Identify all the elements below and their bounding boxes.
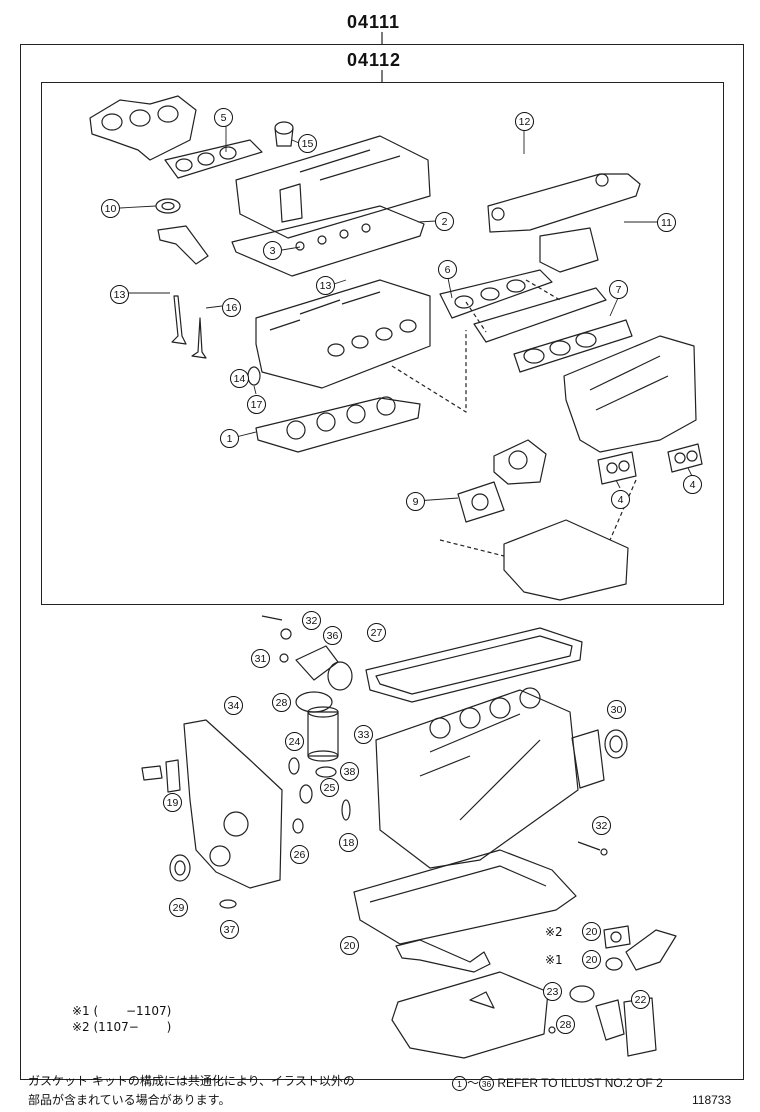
oil-pan-icon bbox=[391, 971, 549, 1059]
timing-cover-icon bbox=[183, 719, 283, 889]
intake-gasket-icon bbox=[439, 269, 553, 319]
callout-26[interactable]: 27 bbox=[367, 623, 386, 642]
callout-4-left[interactable]: 4 bbox=[611, 490, 630, 509]
callout-20-v2[interactable]: 20 bbox=[582, 922, 601, 941]
lower-crankcase-icon bbox=[353, 849, 577, 945]
oil-strainer-icon bbox=[395, 939, 491, 973]
oil-pan-gasket-icon bbox=[365, 627, 583, 703]
callout-4-right[interactable]: 4 bbox=[683, 475, 702, 494]
outer-kit-frame bbox=[20, 44, 744, 1080]
footer-reference: 1～36 REFER TO ILLUST NO.2 OF 2 bbox=[452, 1074, 663, 1092]
callout-21[interactable]: 22 bbox=[631, 990, 650, 1009]
note-variant-1: ※1 ( −1107) bbox=[72, 1004, 172, 1018]
fuel-rail-icon bbox=[487, 173, 641, 233]
exhaust-manifold-icon bbox=[89, 95, 197, 161]
note-variant-2: ※2 (1107− ) bbox=[72, 1020, 172, 1034]
callout-23[interactable]: 24 bbox=[285, 732, 304, 751]
callout-36[interactable]: 36 bbox=[323, 626, 342, 645]
callout-11[interactable]: 12 bbox=[515, 112, 534, 131]
ref-from-callout: 1 bbox=[452, 1076, 467, 1092]
inner-kit-number: 04112 bbox=[347, 50, 402, 70]
callout-9[interactable]: 9 bbox=[406, 492, 425, 511]
callout-10[interactable]: 11 bbox=[657, 213, 676, 232]
callout-35[interactable]: 34 bbox=[224, 696, 243, 715]
variant-mark-1: ※1 bbox=[545, 953, 563, 967]
callout-15[interactable]: 16 bbox=[222, 298, 241, 317]
callout-38[interactable]: 38 bbox=[340, 762, 359, 781]
callout-24[interactable]: 25 bbox=[320, 778, 339, 797]
callout-3[interactable]: 3 bbox=[263, 241, 282, 260]
callout-5[interactable]: 5 bbox=[214, 108, 233, 127]
callout-19[interactable]: 20 bbox=[340, 936, 359, 955]
callout-12[interactable]: 13 bbox=[316, 276, 335, 295]
callout-31[interactable]: 32 bbox=[592, 816, 611, 835]
outer-kit-number: 04111 bbox=[347, 12, 401, 32]
callout-18[interactable]: 19 bbox=[163, 793, 182, 812]
footer-note-line-2: 部品が含まれている場合があります。 bbox=[28, 1093, 231, 1107]
callout-17[interactable]: 18 bbox=[339, 833, 358, 852]
cylinder-head-cover-icon bbox=[235, 135, 431, 239]
callout-34[interactable]: 33 bbox=[354, 725, 373, 744]
inner-kit-frame bbox=[41, 82, 724, 605]
ref-tilde: ～ bbox=[467, 1076, 480, 1090]
callout-27[interactable]: 28 bbox=[272, 693, 291, 712]
illustration-number: 118733 bbox=[692, 1093, 732, 1107]
intake-manifold-icon bbox=[563, 335, 697, 453]
callout-2[interactable]: 2 bbox=[435, 212, 454, 231]
callout-28[interactable]: 29 bbox=[169, 898, 188, 917]
callout-8[interactable]: 10 bbox=[101, 199, 120, 218]
throttle-gasket-icon bbox=[457, 481, 505, 523]
oil-filter-icon bbox=[307, 711, 339, 757]
callout-29[interactable]: 30 bbox=[607, 700, 626, 719]
callout-37[interactable]: 37 bbox=[220, 920, 239, 939]
callout-22[interactable]: 23 bbox=[543, 982, 562, 1001]
engine-block-icon bbox=[375, 689, 579, 869]
ref-to-callout: 36 bbox=[479, 1076, 495, 1092]
footer-note-line-1: ガスケット キットの構成には共通化により、イラスト以外の bbox=[28, 1074, 355, 1088]
ref-text: REFER TO ILLUST NO.2 OF 2 bbox=[497, 1076, 663, 1090]
callout-7[interactable]: 7 bbox=[609, 280, 628, 299]
variant-mark-2: ※2 bbox=[545, 925, 563, 939]
head-cover-gasket-icon bbox=[231, 205, 425, 277]
callout-25[interactable]: 26 bbox=[290, 845, 309, 864]
callout-33[interactable]: 32 bbox=[302, 611, 321, 630]
callout-1[interactable]: 1 bbox=[220, 429, 239, 448]
callout-13[interactable]: 17 bbox=[247, 395, 266, 414]
callout-6[interactable]: 6 bbox=[438, 260, 457, 279]
callout-13-upper[interactable]: 14 bbox=[230, 369, 249, 388]
callout-14[interactable]: 15 bbox=[298, 134, 317, 153]
callout-16[interactable]: 13 bbox=[110, 285, 129, 304]
callout-30[interactable]: 28 bbox=[556, 1015, 575, 1034]
callout-32[interactable]: 31 bbox=[251, 649, 270, 668]
cylinder-head-icon bbox=[255, 279, 431, 389]
manifold-gasket-icon bbox=[164, 139, 263, 179]
head-gasket-icon bbox=[255, 397, 421, 453]
callout-20-v1[interactable]: 20 bbox=[582, 950, 601, 969]
